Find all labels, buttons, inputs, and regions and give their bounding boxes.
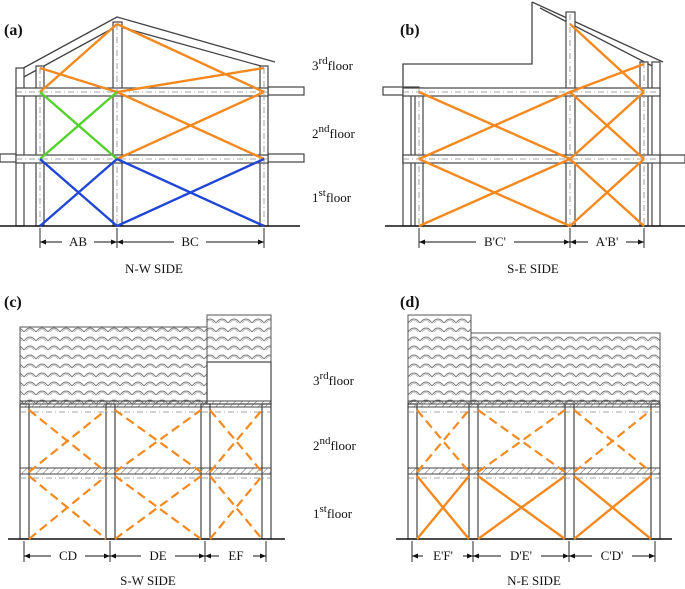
tile-roof (407, 314, 472, 405)
dim-label-ef: EF (228, 548, 243, 563)
panel-c-letter: (c) (4, 294, 22, 311)
panel-b-caption: S-E SIDE (507, 261, 559, 276)
floor-label-2nd: 2ndfloor (312, 123, 355, 141)
dim-label-bc: BC (181, 234, 198, 249)
floor-label-1st: 1stfloor (313, 503, 353, 521)
slab (407, 400, 661, 408)
balcony-slab-upper (267, 86, 305, 96)
floor-beam (402, 87, 661, 97)
column (112, 21, 123, 227)
panel-d-letter: (d) (400, 294, 420, 311)
dim-label-d-e: D'E' (510, 548, 532, 563)
dim-label-de: DE (149, 548, 166, 563)
bracing-blue (39, 157, 265, 228)
panel-b-letter: (b) (400, 22, 420, 39)
bracing-green (39, 91, 118, 160)
tile-roof (206, 314, 272, 363)
bracing-orange-solid (416, 475, 652, 540)
dim-label-c-d: C'D' (601, 548, 624, 563)
dim-label-ab: AB (69, 234, 87, 249)
dim-label-a-b: A'B' (596, 234, 619, 249)
panel-d-caption: N-E SIDE (507, 573, 561, 588)
dim-label-cd: CD (59, 548, 77, 563)
column (651, 61, 661, 227)
panel-b: (b) (382, 1, 685, 276)
floor-labels-top: 3rdfloor 2ndfloor 1stfloor (312, 55, 355, 205)
roof-outline (531, 1, 664, 63)
roof-outline (15, 16, 276, 73)
panel-a-letter: (a) (4, 22, 23, 39)
dim-label-e-f: E'F' (433, 548, 453, 563)
floor-beam (402, 154, 661, 164)
slab (19, 400, 272, 408)
tile-roof (470, 332, 661, 405)
floor-labels-bottom: 3rdfloor 2ndfloor 1stfloor (313, 370, 356, 521)
panel-a-caption: N-W SIDE (125, 261, 183, 276)
tile-roof (19, 326, 208, 405)
floor-label-2nd: 2ndfloor (313, 435, 356, 453)
slab (407, 467, 661, 475)
panel-c: (c) (4, 294, 285, 588)
floor-label-1st: 1stfloor (312, 187, 352, 205)
slab (19, 467, 272, 475)
roof-inner (21, 25, 269, 79)
roof-inner (539, 7, 657, 69)
bracing-orange (418, 23, 645, 228)
bracing-orange-dashed (416, 409, 652, 473)
upper-wall (206, 361, 272, 405)
balcony-slab-right (267, 153, 305, 163)
column (565, 11, 576, 227)
bracing-orange-dashed (28, 409, 263, 540)
floor-label-3rd: 3rdfloor (313, 370, 355, 388)
floor-label-3rd: 3rdfloor (312, 55, 354, 73)
panel-a: (a) (0, 16, 305, 276)
panel-c-caption: S-W SIDE (120, 573, 176, 588)
bracing-orange-upper (39, 22, 265, 161)
dim-label-b-c: B'C' (484, 234, 506, 249)
panel-d: (d) (396, 294, 672, 588)
